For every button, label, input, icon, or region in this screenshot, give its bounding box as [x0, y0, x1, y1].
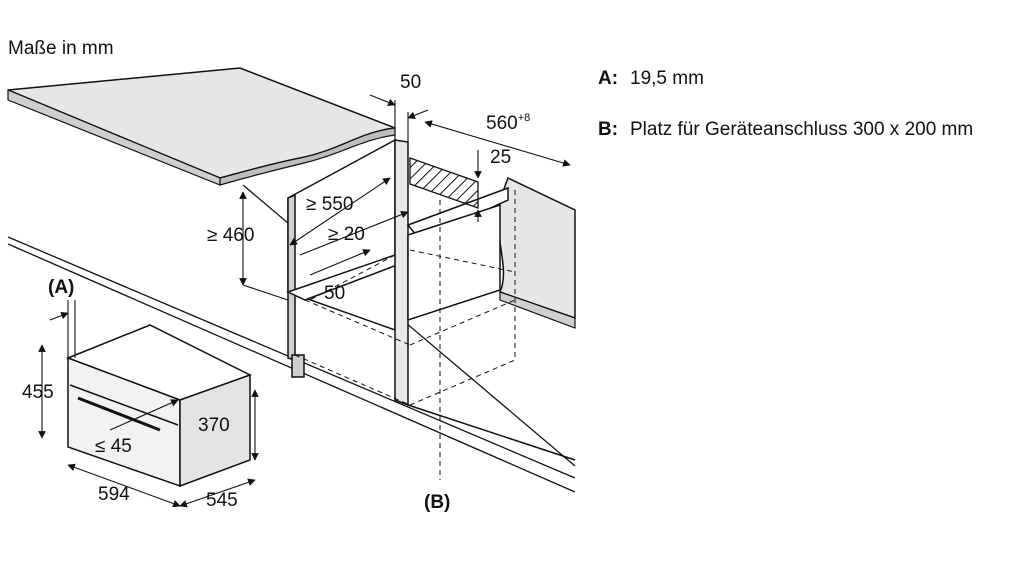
dim-50-top: 50	[400, 72, 421, 93]
dim-455: 455	[22, 382, 54, 403]
dimension-labels: 50 560+8 25 ≥ 550 ≥ 460 ≥ 20 50 455 370 …	[22, 72, 530, 513]
dim-560: 560+8	[486, 112, 530, 134]
dim-20: ≥ 20	[328, 224, 365, 245]
dim-25: 25	[490, 147, 511, 168]
connection-area	[409, 157, 479, 209]
dim-45: ≤ 45	[95, 436, 132, 457]
dim-50-mid: 50	[324, 283, 345, 304]
callout-b: (B)	[424, 492, 450, 513]
legend-text-b: Platz für Geräteanschluss 300 x 200 mm	[630, 119, 974, 140]
diagram-title: Maße in mm	[8, 38, 114, 59]
oven	[65, 324, 252, 488]
dim-550: ≥ 550	[306, 194, 353, 215]
worktop-right	[496, 176, 576, 329]
legend-item-a: A: 19,5 mm	[598, 68, 990, 90]
hidden-lines	[294, 190, 516, 480]
callout-a: (A)	[48, 277, 74, 298]
dim-370: 370	[198, 415, 230, 436]
legend-key-b: B:	[598, 119, 619, 140]
dim-460: ≥ 460	[207, 225, 254, 246]
dim-594: 594	[98, 484, 130, 505]
dimension-lines	[38, 94, 571, 508]
legend-text-a: 19,5 mm	[630, 68, 704, 89]
worktop-left	[7, 67, 396, 186]
legend-key-a: A:	[598, 68, 619, 89]
legend-item-b: B: Platz für Geräteanschluss 300 x 200 m…	[598, 119, 990, 141]
dim-545: 545	[206, 490, 238, 511]
